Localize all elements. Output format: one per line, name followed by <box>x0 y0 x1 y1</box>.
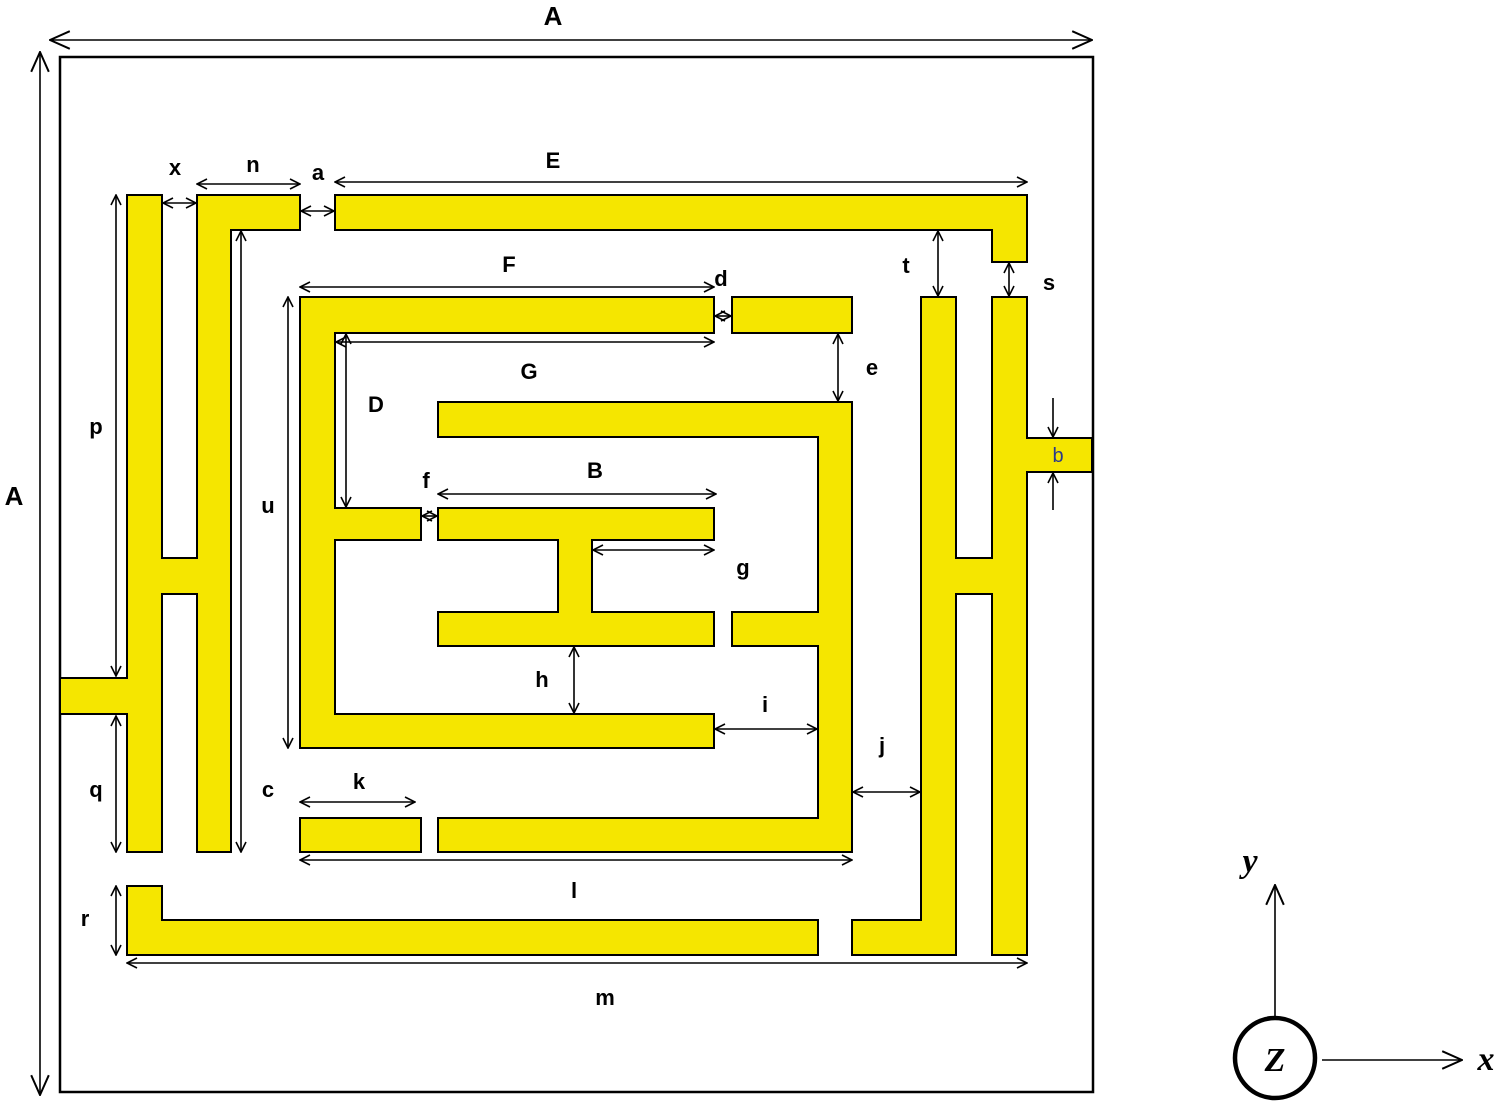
label-h: h <box>535 667 548 692</box>
inner-square-ring <box>437 401 853 853</box>
bottom-l-strip <box>126 885 819 956</box>
label-k: k <box>353 769 366 794</box>
top-strip <box>334 194 1028 263</box>
label-D: D <box>368 392 384 417</box>
x-axis-label: x <box>1477 1041 1495 1078</box>
label-r: r <box>81 906 90 931</box>
label-G: G <box>520 359 537 384</box>
right-h-resonator <box>851 296 1093 956</box>
label-l: l <box>571 878 577 903</box>
label-e: e <box>866 355 878 380</box>
label-a: a <box>312 160 325 185</box>
coordinate-axes: Z y x <box>1232 843 1495 1101</box>
label-b: b <box>1052 445 1063 467</box>
label-d: d <box>714 266 727 291</box>
label-E: E <box>546 148 561 173</box>
label-q: q <box>89 777 102 802</box>
label-j: j <box>878 733 885 758</box>
label-n: n <box>246 152 259 177</box>
z-axis-circle <box>1232 1015 1318 1101</box>
label-t: t <box>902 253 910 278</box>
label-i: i <box>762 692 768 717</box>
label-s: s <box>1043 270 1055 295</box>
label-A-left: A <box>5 481 24 511</box>
ring-segment-d <box>731 296 853 334</box>
label-m: m <box>595 985 615 1010</box>
label-x: x <box>169 155 182 180</box>
substrate-frame <box>58 55 1095 1094</box>
label-c: c <box>262 777 274 802</box>
label-p: p <box>89 414 102 439</box>
outer-split-ring <box>299 296 715 749</box>
label-f: f <box>422 468 430 493</box>
z-axis-label: Z <box>1264 1042 1286 1079</box>
y-axis-label: y <box>1238 843 1258 880</box>
label-F: F <box>502 252 515 277</box>
left-h-resonator <box>59 194 301 853</box>
label-B: B <box>587 458 603 483</box>
inner-i-element <box>437 507 715 647</box>
label-u: u <box>261 493 274 518</box>
label-g: g <box>736 555 749 580</box>
ring-segment-k <box>299 817 422 853</box>
label-A-top: A <box>544 1 563 31</box>
